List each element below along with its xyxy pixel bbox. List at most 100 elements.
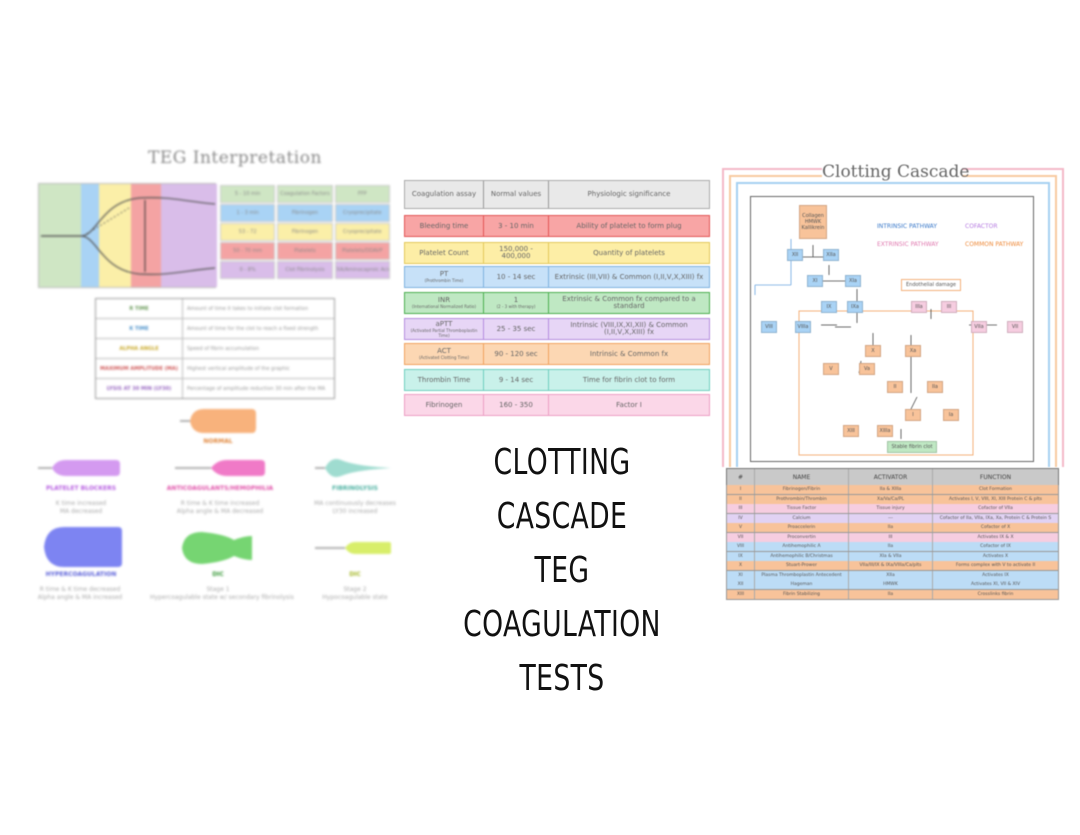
assay-sub: (Activated Partial Thromboplastin Time) [410,327,478,338]
legend-cofactor: COFACTOR [965,223,998,230]
cascade-node: VIIIa [795,321,811,333]
definition-row: ALPHA ANGLE Speed of fibrin accumulation [96,339,334,359]
cascade-node: XIII [843,425,859,437]
factor-cell: IIa [849,542,933,551]
assay-normal: 25 - 35 sec [496,324,536,333]
factor-cell: IV [727,513,755,523]
title-line-3: COAGULATION TESTS [463,604,661,699]
teg-key-row: 53 - 72 Fibrinogen Cryoprecipitate [220,223,392,241]
factor-cell: Fibrin Stabilizing [755,589,849,599]
teg-key-row: 5 - 10 min Coagulation Factors FFP [220,185,392,203]
coagulation-assay-table: Coagulation assay Normal values Physiolo… [404,180,710,416]
cascade-node: XIIa [823,249,839,261]
key-component: Clot Fibrinolysis [277,261,333,279]
key-component: Fibrinogen [277,204,333,222]
factor-cell: VIIa/III/IX & IXa/VIIIa/Ca/plts [849,561,933,570]
teg-key-row: 1 - 3 min Fibrinogen Cryoprecipitate [220,204,392,222]
cascade-collagen-label: Collagen HMWK Kallikrein [799,205,827,239]
cascade-node: VIII [761,321,777,333]
definition-desc: Highest vertical amplitude of the graphi… [187,365,290,372]
assay-cell-normal: 1(2 - 3 with therapy) [484,293,549,313]
legend-extrinsic: EXTRINSIC PATHWAY [877,241,939,248]
assay-row: aPTT(Activated Partial Thromboplastin Ti… [404,318,710,340]
factor-cell: Cofactor of VIIa [978,506,1013,511]
assay-header-cell: Coagulation assay [405,181,484,208]
factor-cell: Forms complex with V to activate II [955,563,1036,568]
assay-normal: 1 [513,296,519,304]
teg-dic1-shape [182,532,252,564]
assay-cell-sig: Extrinsic & Common fx compared to a stan… [549,293,709,313]
factor-cell: Cofactor of X [980,525,1011,530]
assay-name: Platelet Count [419,248,469,257]
teg-dic2-label: DIC [349,571,361,578]
assay-header-cell: Normal values [484,181,549,208]
factor-header-cell: NAME [755,469,849,486]
teg-key-row: 0 - 8% Clot Fibrinolysis TXA/Aminocaproi… [220,261,392,279]
cascade-node: IIIa [911,301,927,313]
teg-dic2-note: Hypocoagulable state [322,594,388,601]
legend-intrinsic: INTRINSIC PATHWAY [877,223,937,230]
factor-cell: Activates I, V, VIII, XI, XIII Protein C… [949,496,1042,502]
assay-cell-name: Bleeding time [405,216,484,236]
factor-cell: Antihemophilic A [755,542,849,551]
teg-platelet-note: MA decreased [59,508,103,515]
assay-cell-name: aPTT(Activated Partial Thromboplastin Ti… [405,319,484,339]
teg-interpretation-panel: TEG Interpretation 5 - 10 min Coagulatio… [30,140,400,620]
factor-header-cell: FUNCTION [979,474,1012,481]
cascade-node: IX [821,301,837,313]
factor-cell: VIII [727,542,755,551]
cascade-node: Ia [943,409,959,421]
cascade-stable-clot: Stable fibrin clot [887,441,937,453]
teg-definitions-table: R TIME Amount of time it takes to initia… [95,298,335,399]
factor-cell: Activates IX & X [977,534,1014,540]
factor-cell: Clot Formation [978,487,1013,492]
assay-cell-sig: Ability of platelet to form plug [549,216,709,236]
assay-sig: Quantity of platelets [593,248,665,257]
assay-sub: (Activated Clotting Time) [418,355,470,360]
factor-cell: Calcium [755,513,849,523]
factor-cell: Hageman [755,580,849,589]
assay-header-row: Coagulation assay Normal values Physiolo… [404,180,710,209]
key-range: 50 - 70 mm [220,242,276,260]
teg-anticoag-label: ANTICOAGULANTS/HEMOPHILIA [166,485,274,492]
factor-header-cell: ACTIVATOR [849,469,933,486]
assay-cell-normal: 160 - 350 [484,395,549,415]
teg-hyper-shape [44,527,122,567]
assay-normal: 90 - 120 sec [494,349,538,358]
factor-cell: Tissue injury [849,504,933,513]
assay-name: aPTT [435,319,453,328]
cascade-node: IIa [927,381,943,393]
factor-cell: Prothrombin/Thrombin [755,494,849,504]
teg-fibrinolysis-note: MA continuously decreases [314,500,396,507]
cascade-arrows [754,239,997,456]
factor-cell: Cofactor of IX [980,544,1011,549]
key-treatment: Cryoprecipitate [334,223,390,241]
assay-cell-name: PT(Prothrombin Time) [405,267,484,287]
cascade-node: XII [787,249,803,261]
definition-row: R TIME Amount of time it takes to initia… [96,299,334,319]
teg-key-row: 50 - 70 mm Platelets Platelets/DDAVP [220,242,392,260]
clotting-cascade-panel: Clotting Cascade [722,160,1064,467]
legend-common: COMMON PATHWAY [965,241,1024,248]
factor-cell: II [727,494,755,504]
cascade-node: III [941,301,957,313]
factor-cell: Cofactor of IIa, VIIa, IXa, Xa, Protein … [939,515,1052,521]
cascade-node: X [865,345,881,357]
definition-desc: Speed of fibrin accumulation [187,345,259,352]
assay-normal: 160 - 350 [499,400,533,409]
assay-cell-name: Thrombin Time [405,370,484,390]
teg-fibrinolysis-label: FIBRINOLYSIS [332,485,378,492]
assay-cell-normal: 150,000 - 400,000 [484,243,549,263]
teg-tracing-graph [38,183,217,288]
assay-cell-sig: Time for fibrin clot to form [549,370,709,390]
teg-band-ma [131,184,161,287]
teg-hyper-label: HYPERCOAGULATION [45,571,117,578]
